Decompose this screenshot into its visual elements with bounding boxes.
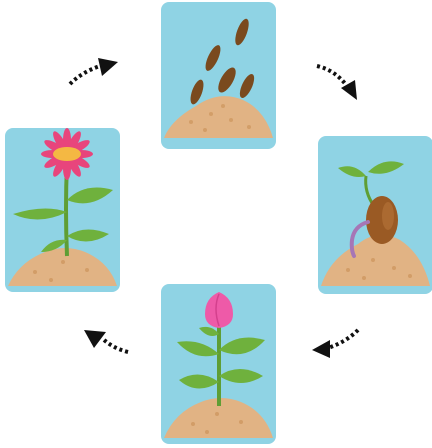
sprouting-seed-icon xyxy=(318,136,432,294)
stage-germination-card xyxy=(318,136,432,294)
arrow-germination-to-young-plant xyxy=(310,326,370,376)
arrow-young-plant-to-flowering xyxy=(82,326,142,376)
dotted-arrow-icon xyxy=(66,54,126,104)
stage-flowering-plant-card xyxy=(5,128,120,292)
stage-young-plant-card xyxy=(161,284,276,444)
stage-seeds-card xyxy=(161,2,276,149)
arrow-seeds-to-germination xyxy=(313,58,373,108)
seeds-in-soil-icon xyxy=(161,2,276,149)
blooming-flower-icon xyxy=(5,128,120,292)
dotted-arrow-icon xyxy=(313,58,373,108)
dotted-arrow-icon xyxy=(82,326,142,376)
dotted-arrow-icon xyxy=(310,326,370,376)
budding-plant-icon xyxy=(161,284,276,444)
arrow-flowering-to-seeds xyxy=(66,54,126,104)
